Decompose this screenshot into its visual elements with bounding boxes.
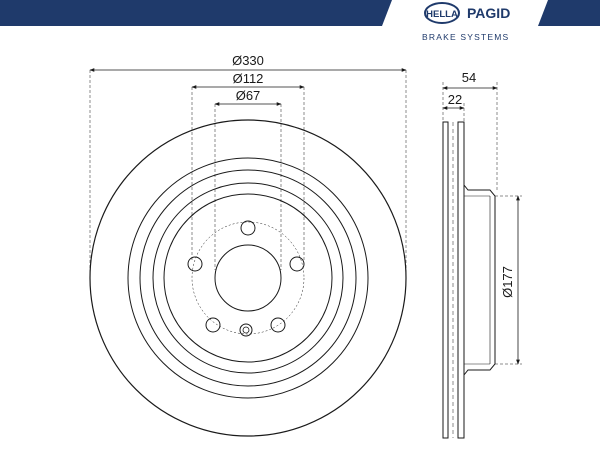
hat-profile [463, 184, 496, 376]
bolt-hole-5 [187, 256, 203, 272]
extension-lines-side [442, 82, 522, 365]
dimension-lines-side [442, 86, 520, 365]
disc-side-view [442, 121, 496, 439]
hat-outer-ring [139, 169, 357, 387]
extension-lines [89, 70, 407, 278]
hella-logo: HELLA [424, 2, 460, 24]
label-bolt-circle: Ø112 [233, 71, 264, 86]
friction-plate-outer [442, 121, 449, 439]
center-bore [214, 244, 282, 312]
hat-ring-2 [152, 182, 344, 374]
header-banner-left [0, 0, 392, 26]
hella-logo-text: HELLA [426, 9, 458, 20]
dimension-lines-front [89, 68, 407, 106]
locating-hole-inner [242, 326, 250, 334]
disc-friction-inner [127, 157, 369, 399]
bolt-circle-line [191, 221, 305, 335]
label-disc-thickness: 22 [448, 92, 462, 107]
label-hat-diameter: Ø177 [500, 266, 515, 298]
brand-name: PAGID [467, 5, 510, 21]
bolt-hole-1 [240, 220, 256, 236]
friction-plate-inner [457, 121, 465, 439]
brand-tagline: BRAKE SYSTEMS [422, 32, 509, 42]
locating-hole [239, 323, 253, 337]
header-banner-right [538, 0, 600, 26]
label-total-height: 54 [462, 70, 476, 85]
bolt-hole-3 [270, 317, 286, 333]
bolt-hole-4 [205, 317, 221, 333]
bolt-hole-2 [289, 256, 305, 272]
disc-outer-edge [89, 119, 407, 437]
disc-front-view [89, 119, 407, 437]
hat-ring-3 [163, 193, 333, 363]
label-center-bore: Ø67 [236, 88, 261, 103]
label-outer-diameter: Ø330 [232, 53, 264, 68]
